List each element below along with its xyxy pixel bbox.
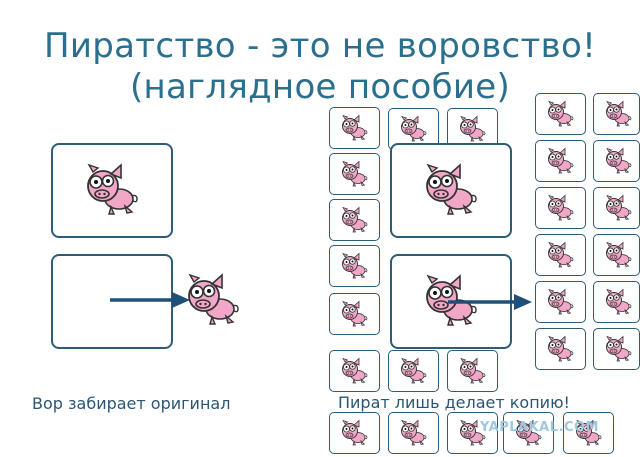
pig-icon bbox=[545, 288, 577, 317]
pig-icon bbox=[339, 357, 371, 386]
copy-tile bbox=[593, 187, 640, 229]
pig-icon bbox=[545, 100, 577, 129]
copy-tile bbox=[563, 412, 614, 454]
copy-tile bbox=[329, 199, 380, 241]
pig-icon bbox=[398, 115, 430, 144]
pig-icon bbox=[545, 194, 577, 223]
copy-tile bbox=[503, 412, 554, 454]
thief-caption: Вор забирает оригинал bbox=[32, 394, 231, 413]
pig-icon bbox=[339, 160, 371, 189]
copy-tile bbox=[535, 187, 586, 229]
pig-icon bbox=[545, 335, 577, 364]
copy-tile bbox=[329, 293, 380, 335]
pig-icon bbox=[339, 419, 371, 448]
copy-tile bbox=[593, 93, 640, 135]
pig-icon bbox=[603, 147, 635, 176]
copy-tile bbox=[329, 412, 380, 454]
copy-tile bbox=[535, 328, 586, 370]
pig-icon bbox=[182, 272, 246, 330]
watermark: YAPLAKAL.COM bbox=[480, 420, 599, 435]
copy-tile bbox=[329, 245, 380, 287]
pig-icon bbox=[339, 252, 371, 281]
title-line-1: Пиратство - это не воровство! bbox=[43, 26, 597, 66]
copy-tile bbox=[388, 412, 439, 454]
copy-tile bbox=[593, 328, 640, 370]
arrow-icon bbox=[110, 292, 190, 308]
copy-tile bbox=[447, 350, 498, 392]
pig-icon bbox=[603, 194, 635, 223]
pig-icon bbox=[339, 206, 371, 235]
pig-icon bbox=[457, 357, 489, 386]
copy-tile bbox=[593, 234, 640, 276]
pig-icon bbox=[420, 162, 484, 220]
copy-tile bbox=[329, 153, 380, 195]
original-frame-pirate bbox=[390, 143, 512, 238]
pig-icon bbox=[81, 162, 145, 220]
pig-icon bbox=[545, 241, 577, 270]
pig-icon bbox=[603, 241, 635, 270]
title-line-2: (наглядное пособие) bbox=[129, 67, 511, 107]
pig-icon bbox=[457, 115, 489, 144]
pig-icon bbox=[398, 357, 430, 386]
original-frame bbox=[51, 143, 173, 238]
copy-tile bbox=[535, 140, 586, 182]
copy-tile bbox=[329, 350, 380, 392]
copy-tile bbox=[535, 281, 586, 323]
pig-icon bbox=[545, 147, 577, 176]
pig-icon bbox=[398, 419, 430, 448]
pig-icon bbox=[603, 100, 635, 129]
pig-icon bbox=[603, 288, 635, 317]
copy-tile bbox=[535, 93, 586, 135]
pig-icon bbox=[339, 114, 371, 143]
pig-icon bbox=[339, 300, 371, 329]
copy-tile bbox=[593, 140, 640, 182]
copy-tile bbox=[447, 412, 498, 454]
pig-icon bbox=[603, 335, 635, 364]
arrow-icon bbox=[448, 294, 532, 310]
pirate-caption: Пират лишь делает копию! bbox=[338, 393, 570, 412]
copy-tile bbox=[388, 350, 439, 392]
copy-tile bbox=[329, 107, 380, 149]
copy-tile bbox=[593, 281, 640, 323]
copy-tile bbox=[535, 234, 586, 276]
